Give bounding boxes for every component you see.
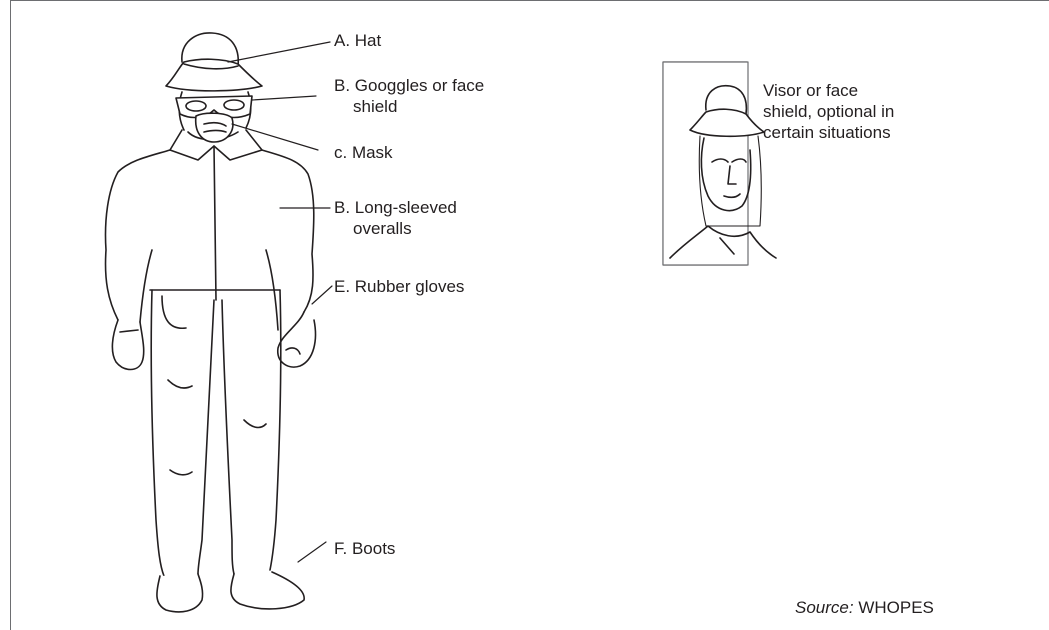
- source-prefix: Source:: [795, 598, 854, 617]
- source-text: WHOPES: [858, 598, 934, 617]
- mask-label-text: c. Mask: [334, 143, 393, 162]
- inset-caption-line1: Visor or face: [763, 80, 894, 101]
- goggles-label-line2: shield: [334, 96, 484, 117]
- mask-leader-line: [232, 124, 318, 150]
- overalls-label-line1: B. Long-sleeved: [334, 197, 457, 218]
- inset-visor-illustration: [663, 62, 776, 265]
- overalls-label-line2: overalls: [334, 218, 457, 239]
- source-credit: Source: WHOPES: [795, 597, 934, 618]
- overalls-label: B. Long-sleeved overalls: [334, 197, 457, 239]
- goggles-leader-line: [252, 96, 316, 100]
- worker-figure: [106, 33, 316, 612]
- inset-caption-line2: shield, optional in: [763, 101, 894, 122]
- gloves-label-text: E. Rubber gloves: [334, 277, 464, 296]
- boots-label: F. Boots: [334, 538, 395, 559]
- boots-leader-line: [298, 542, 326, 562]
- hat-leader-line: [228, 42, 330, 62]
- mask-drawing: [196, 113, 233, 142]
- gloves-leader-line: [312, 286, 332, 304]
- goggles-label-line1: B. Googgles or face: [334, 75, 484, 96]
- inset-caption: Visor or face shield, optional in certai…: [763, 80, 894, 143]
- gloves-label: E. Rubber gloves: [334, 276, 464, 297]
- hat-label-text: A. Hat: [334, 31, 381, 50]
- inset-caption-line3: certain situations: [763, 122, 894, 143]
- boots-label-text: F. Boots: [334, 539, 395, 558]
- hat-label: A. Hat: [334, 30, 381, 51]
- mask-label: c. Mask: [334, 142, 393, 163]
- hat-drawing: [166, 33, 262, 91]
- goggles-label: B. Googgles or face shield: [334, 75, 484, 117]
